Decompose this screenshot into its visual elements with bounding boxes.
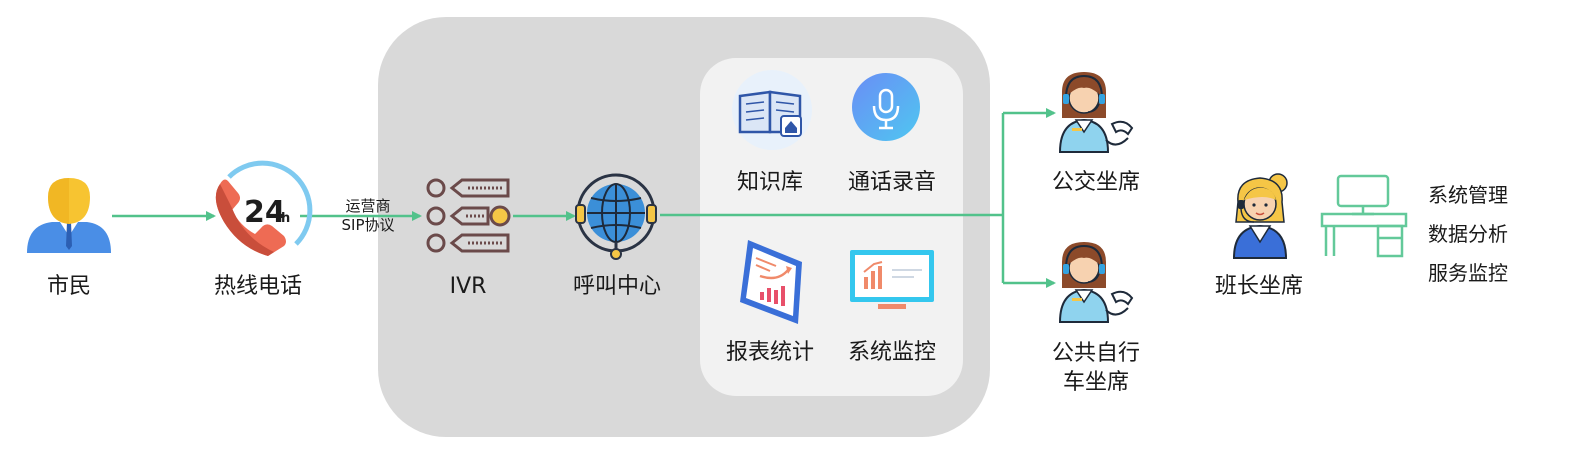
report-tablet-icon (740, 240, 802, 324)
bus-agent-icon (1058, 72, 1134, 153)
function-system-management: 系统管理 (1428, 183, 1508, 207)
edge-label-line1: 运营商 (345, 197, 391, 215)
flow-arrows (112, 108, 1056, 288)
ivr-server-icon (426, 178, 511, 253)
badge-24: 24 (244, 195, 286, 230)
node-label-ivr: IVR (449, 274, 487, 299)
badge-h: h (281, 211, 290, 226)
node-label-call-center: 呼叫中心 (572, 274, 662, 299)
function-service-monitoring: 服务监控 (1428, 261, 1508, 285)
module-label-system-monitor: 系统监控 (847, 340, 937, 365)
bike-seat-line2: 车坐席 (1062, 370, 1130, 395)
function-data-analysis: 数据分析 (1428, 222, 1508, 246)
bike-agent-icon (1058, 242, 1134, 323)
call-center-globe-icon (575, 173, 657, 260)
supervisor-agent-icon (1232, 173, 1288, 259)
edge-label-line2: SIP协议 (341, 216, 395, 234)
supervisor-function-list: 系统管理 数据分析 服务监控 (1428, 176, 1508, 293)
module-label-report-stats: 报表统计 (725, 340, 815, 365)
module-label-call-recording: 通话录音 (847, 170, 937, 195)
module-label-knowledge-base: 知识库 (736, 170, 804, 195)
node-label-citizen: 市民 (46, 274, 92, 299)
phone-24h-icon: 24 h (215, 160, 313, 256)
monitor-icon (850, 250, 934, 309)
microphone-icon (852, 73, 920, 141)
bike-seat-line1: 公共自行 (1051, 341, 1141, 366)
node-label-hotline: 热线电话 (213, 274, 303, 299)
edge-label-sip: 运营商 SIP协议 (342, 197, 395, 235)
citizen-icon (27, 178, 111, 253)
knowledge-book-icon (732, 70, 812, 150)
node-label-monitor-seat: 班长坐席 (1214, 274, 1304, 299)
node-label-bike-seat: 公共自行 车坐席 (1052, 339, 1140, 397)
desk-computer-icon (1320, 174, 1408, 258)
node-label-bus-seat: 公交坐席 (1051, 170, 1141, 195)
